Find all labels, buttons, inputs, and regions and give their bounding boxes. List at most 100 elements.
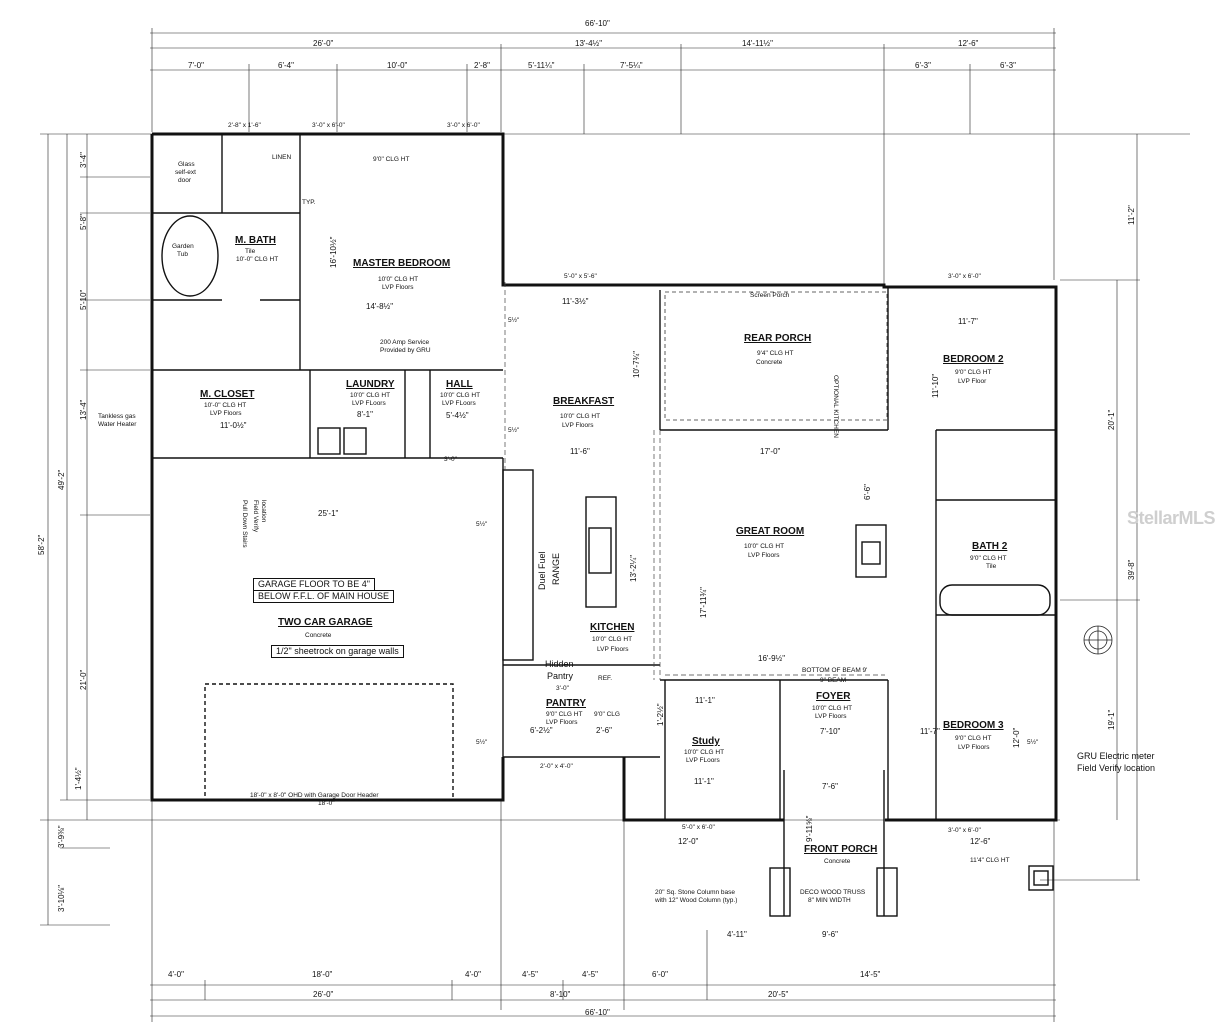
dim-left-4: 13'-4" bbox=[79, 399, 88, 420]
great-dim-6: 6'-6" bbox=[863, 484, 872, 500]
column-note-2: with 12" Wood Column (typ.) bbox=[655, 897, 738, 904]
garage-door-note-2: 18'-0" bbox=[318, 800, 335, 807]
wall-dim-half-1: 5½" bbox=[508, 317, 520, 324]
dim-right-c: 11'-2" bbox=[1127, 205, 1136, 225]
typ-label: TYP. bbox=[302, 199, 316, 206]
breakfast-width: 11'-3½" bbox=[562, 297, 589, 306]
dim-left-6: 1'-4½" bbox=[74, 767, 83, 790]
room-front-porch: FRONT PORCH bbox=[804, 844, 878, 855]
porch-width: 7'-6" bbox=[822, 782, 838, 791]
dim-bot-1: 4'-0" bbox=[168, 970, 184, 979]
study-floor: LVP FLoors bbox=[686, 757, 720, 764]
dim-left-7: 3'-9⅜" bbox=[57, 825, 66, 848]
bedroom3-floor: LVP Floors bbox=[958, 744, 990, 751]
dim-top-r2-1: 7'-0" bbox=[188, 61, 204, 70]
stairs-note-2: Field Verify bbox=[252, 500, 259, 533]
breakfast-depth: 10'-7¾" bbox=[632, 350, 641, 378]
dim-bot-2: 18'-0" bbox=[312, 970, 333, 979]
room-hall: HALL bbox=[446, 379, 473, 390]
pantry-width: 6'-2½" bbox=[530, 726, 553, 735]
dim-top-r2-5: 5'-11¼" bbox=[528, 61, 555, 70]
study-clg: 10'0" CLG HT bbox=[684, 749, 725, 756]
kitchen-depth: 13'-2¼" bbox=[629, 554, 638, 582]
wall-dim-half-5: 5½" bbox=[1027, 739, 1039, 746]
dim-bot-r2-1: 26'-0" bbox=[313, 990, 334, 999]
master-bedroom-width: 14'-8½" bbox=[366, 302, 394, 311]
garage-width: 25'-1" bbox=[318, 509, 339, 518]
room-bedroom3: BEDROOM 3 bbox=[943, 720, 1004, 731]
bottom-dim-96: 9'-6" bbox=[822, 930, 838, 939]
dim-left-5: 21'-0" bbox=[79, 669, 88, 690]
room-master-bath: M. BATH bbox=[235, 235, 276, 246]
glass-note-1: Glass bbox=[178, 161, 195, 168]
porch-depth: 9'-11⅝" bbox=[805, 815, 814, 842]
great-room-floor: LVP Floors bbox=[748, 552, 780, 559]
stairs-note-3: location bbox=[260, 500, 267, 523]
bed2-window-size: 3'-0" x 6'-0" bbox=[948, 273, 981, 280]
electric-note-1: GRU Electric meter bbox=[1077, 751, 1155, 761]
dim-top-1: 26'-0" bbox=[313, 39, 334, 48]
bed2-depth: 11'-10" bbox=[931, 373, 940, 398]
great-room-depth: 17'-11¾" bbox=[699, 587, 708, 618]
garden-tub-2: Tub bbox=[177, 251, 188, 258]
hidden-pantry-1: Hidden bbox=[545, 659, 574, 669]
optional-kitchen-note: OPTIONAL KITCHEN bbox=[832, 375, 839, 438]
study-width: 11'-1" bbox=[695, 696, 715, 705]
dim-right-a: 39'-8" bbox=[1127, 559, 1136, 580]
master-bedroom-clg: 10'0" CLG HT bbox=[378, 276, 419, 283]
dim-left-1: 3'-4" bbox=[79, 152, 88, 168]
dim-bottom-total: 66'-10" bbox=[585, 1008, 610, 1017]
dim-top-total: 66'-10" bbox=[585, 19, 610, 28]
service-note-1: 200 Amp Service bbox=[380, 339, 430, 346]
master-closet-clg: 10'-0" CLG HT bbox=[204, 402, 247, 409]
electric-note-2: Field Verify location bbox=[1077, 763, 1156, 773]
bed3-window-size: 3'-0" x 6'-0" bbox=[948, 827, 981, 834]
room-laundry: LAUNDRY bbox=[346, 379, 395, 390]
dim-top-r2-8: 6'-3" bbox=[1000, 61, 1016, 70]
breakfast-clg: 10'0" CLG HT bbox=[560, 413, 601, 420]
dim-left-total: 58'-2" bbox=[37, 534, 46, 555]
dim-right-d: 19'-1" bbox=[1107, 709, 1116, 730]
room-master-closet: M. CLOSET bbox=[200, 389, 255, 400]
dim-top-r2-3: 10'-0" bbox=[387, 61, 408, 70]
porch-clg-note: 11'4" CLG HT bbox=[970, 857, 1010, 864]
hall-floor: LVP FLoors bbox=[442, 400, 476, 407]
bath2-floor: Tile bbox=[986, 563, 997, 570]
dim-top-r2-7: 6'-3" bbox=[915, 61, 931, 70]
dim-3ft-2: 3'-0" bbox=[556, 685, 569, 692]
study-width-2: 11'-1" bbox=[694, 777, 714, 786]
dim-top-4: 12'-6" bbox=[958, 39, 979, 48]
dim-3ft: 3'-0" bbox=[444, 456, 457, 463]
glass-note-2: self-ext bbox=[175, 169, 196, 176]
screen-porch-note: Screen Porch bbox=[750, 292, 790, 299]
wall-dim-half-4: 5½" bbox=[476, 739, 488, 746]
glass-note-3: door bbox=[178, 177, 192, 184]
hall-clg: 10'0" CLG HT bbox=[440, 392, 481, 399]
dim-left-3: 5'-10" bbox=[79, 289, 88, 310]
range-note-1: Duel Fuel bbox=[537, 551, 547, 590]
dim-bot-5: 4'-5" bbox=[582, 970, 598, 979]
dim-right-b: 20'-1" bbox=[1107, 409, 1116, 430]
dim-top-3: 14'-11½" bbox=[742, 39, 773, 48]
truss-note-2: 8" MIN WIDTH bbox=[808, 897, 851, 904]
great-room-row: 16'-9½" bbox=[758, 654, 786, 663]
kitchen-floor: LVP Floors bbox=[597, 646, 629, 653]
front-porch-floor: Concrete bbox=[824, 858, 851, 865]
dim-top-2: 13'-4½" bbox=[575, 39, 603, 48]
study-dim-12: 1'-2½" bbox=[656, 703, 665, 726]
laundry-clg: 10'0" CLG HT bbox=[350, 392, 391, 399]
great-room-width: 17'-0" bbox=[760, 447, 781, 456]
sheetrock-note: 1/2" sheetrock on garage walls bbox=[271, 645, 404, 658]
room-master-bedroom: MASTER BEDROOM bbox=[353, 258, 451, 269]
dim-top-r2-6: 7'-5¼" bbox=[620, 61, 643, 70]
foyer-floor: LVP Floors bbox=[815, 713, 847, 720]
bottom-dim-12: 12'-0" bbox=[678, 837, 699, 846]
master-bath-clg: 10'-0" CLG HT bbox=[236, 256, 279, 263]
bed3-width: 11'-7" bbox=[920, 727, 940, 736]
master-bedroom-ceiling: 9'0" CLG HT bbox=[373, 156, 410, 163]
service-note-2: Provided by GRU bbox=[380, 347, 431, 354]
master-bedroom-floor: LVP Floors bbox=[382, 284, 414, 291]
mb-window-1: 2'-8" x 1'-6" bbox=[228, 122, 261, 129]
pantry-clg: 9'0" CLG HT bbox=[546, 711, 583, 718]
